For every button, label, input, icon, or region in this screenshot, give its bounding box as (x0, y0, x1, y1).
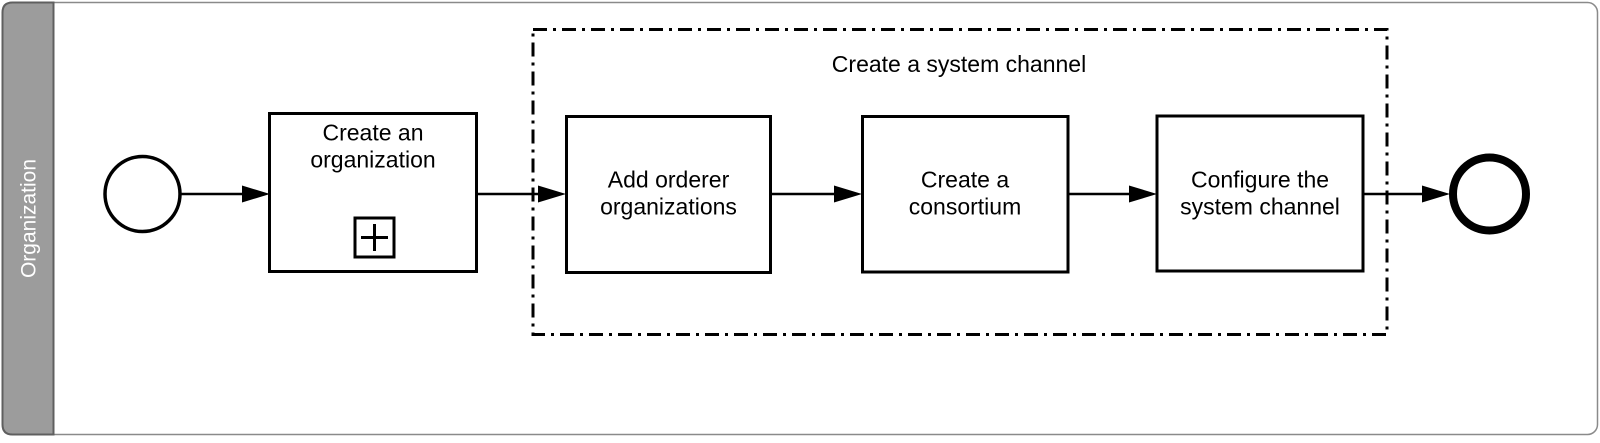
arrowhead-icon (1129, 185, 1157, 203)
task-label-line: Create an (322, 120, 423, 146)
sequence-flow-2 (477, 185, 566, 203)
task-label-line: Add orderer (608, 167, 730, 193)
lane-header (1, 1, 55, 436)
end-event (1449, 153, 1530, 235)
task-label-line: system channel (1180, 194, 1340, 220)
arrowhead-icon (242, 185, 270, 203)
arrowhead-icon (834, 185, 862, 203)
task-label-line: consortium (909, 194, 1021, 220)
task-label-line: Configure the (1191, 167, 1329, 193)
task-configure-the-system-channel: Configure the system channel (1155, 114, 1365, 273)
task-label-line: organization (310, 147, 435, 173)
task-create-an-organization: Create an organization (268, 112, 478, 273)
sequence-flow-3 (770, 185, 862, 203)
sequence-flow-4 (1068, 185, 1157, 203)
sequence-flow-5 (1363, 185, 1450, 203)
task-label-line: Create a (921, 167, 1009, 193)
task-create-a-consortium: Create a consortium (861, 115, 1070, 274)
task-label-line: organizations (600, 194, 737, 220)
start-event (103, 154, 182, 234)
group-create-a-system-channel (531, 28, 1389, 336)
arrowhead-icon (538, 185, 566, 203)
lane-label: Organization (18, 159, 41, 278)
sequence-flow-1 (181, 185, 270, 203)
task-add-orderer-organizations: Add orderer organizations (565, 115, 772, 274)
subprocess-plus-icon (353, 216, 396, 259)
group-label: Create a system channel (832, 51, 1086, 77)
arrowhead-icon (1422, 185, 1450, 203)
